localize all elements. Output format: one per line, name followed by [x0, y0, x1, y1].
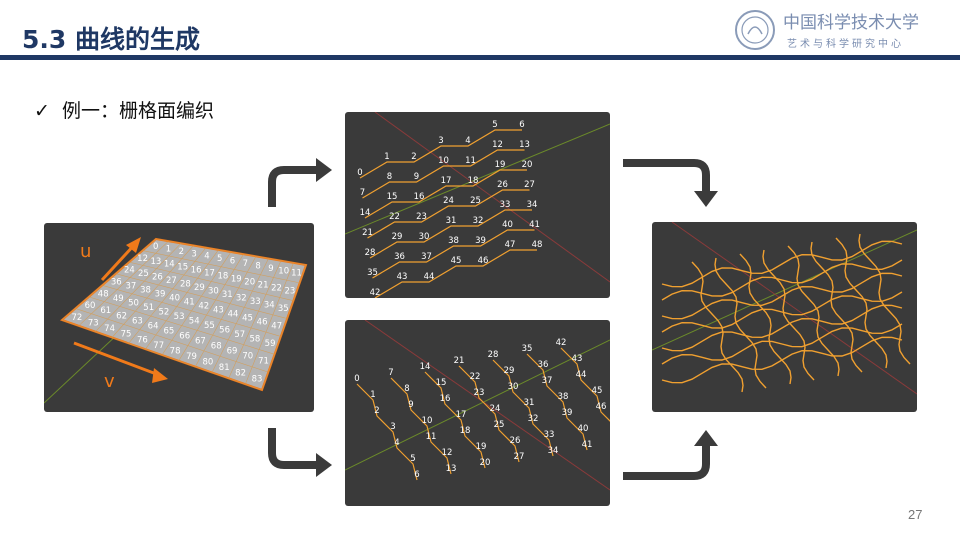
- arrow-to-bottom-icon: [272, 428, 318, 465]
- arrow-from-bottom-icon: [623, 444, 706, 476]
- arrow-to-top-icon: [272, 170, 318, 207]
- arrow-from-top-icon: [623, 163, 706, 193]
- page-number: 27: [908, 507, 922, 522]
